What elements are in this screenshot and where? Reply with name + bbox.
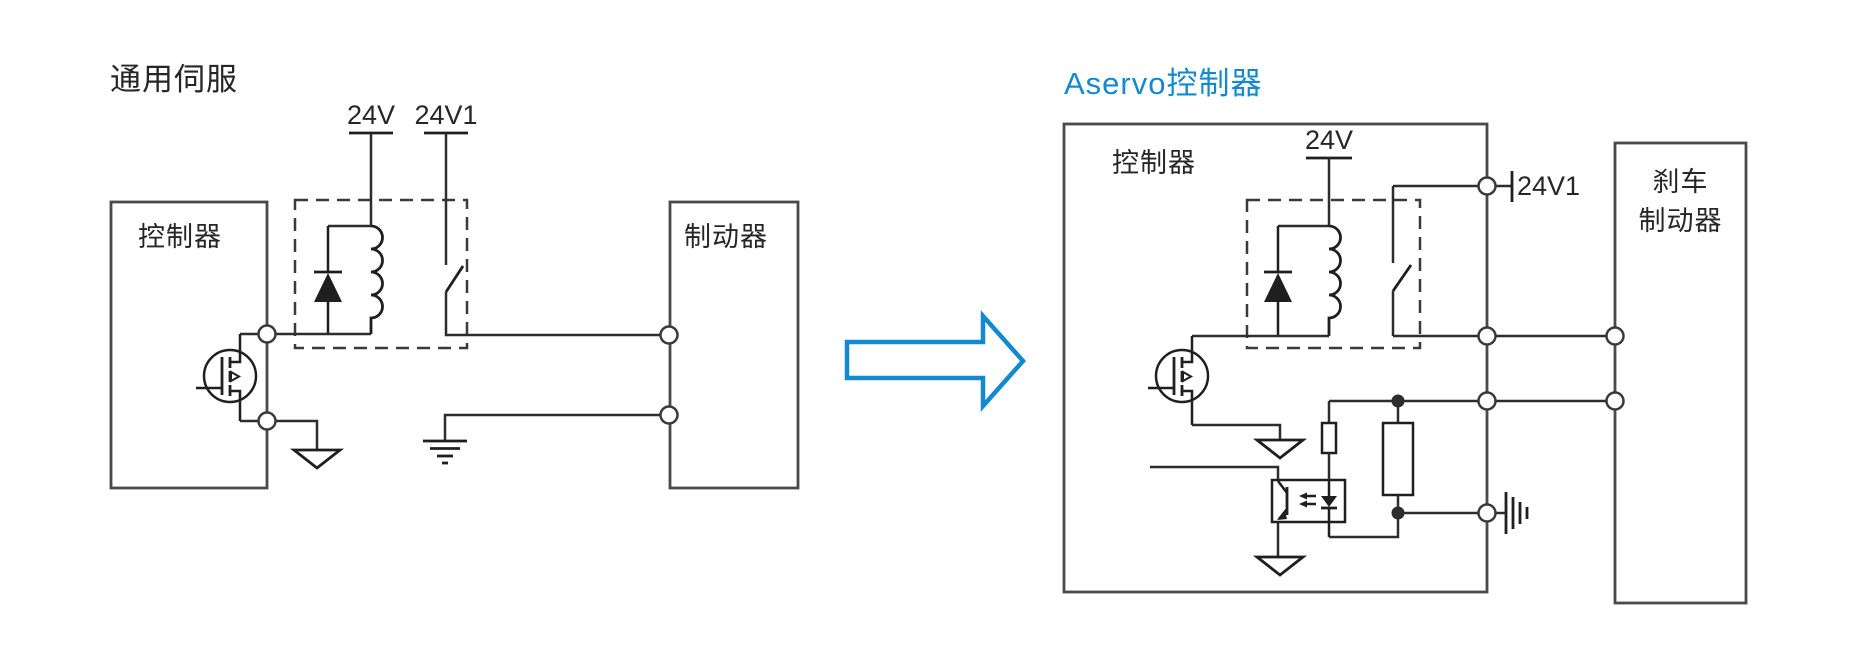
left-node-drain [257, 324, 277, 344]
right-relay-switch [1391, 186, 1413, 336]
resistor-large [1381, 421, 1415, 497]
right-mosfet [1148, 336, 1210, 425]
right-relay-coil [1327, 224, 1342, 336]
left-diagram [109, 131, 800, 490]
left-brake-label: 制动器 [684, 222, 768, 252]
left-brake-box [668, 200, 800, 490]
left-source-ground-wire [240, 419, 319, 450]
left-node-source [257, 411, 277, 431]
left-controller-box [109, 200, 269, 490]
light-arrow [1299, 500, 1307, 508]
junction-dot [1391, 394, 1405, 408]
left-diagram-title: 通用伺服 [110, 62, 238, 97]
mosfet-arrow [1182, 370, 1194, 383]
right-brake-box [1613, 141, 1748, 605]
left-earth-ground [423, 413, 669, 465]
left-signal-ground-icon [289, 448, 345, 470]
right-source-ground-wire [1192, 423, 1282, 440]
right-brake-label-line1: 刹车 [1652, 167, 1709, 197]
light-arrow [1299, 492, 1307, 500]
right-24v1-label: 24V1 [1517, 171, 1581, 201]
left-switch-bottom-wire [444, 292, 669, 337]
right-diagram-title: Aservo控制器 [1064, 66, 1263, 101]
right-brake-label-line2: 制动器 [1638, 206, 1723, 236]
resistor-small [1320, 421, 1338, 455]
terminal-ground [1477, 503, 1497, 523]
diode-triangle [1264, 273, 1292, 302]
phototransistor-collector [1277, 480, 1288, 494]
emitter-arrow [1277, 511, 1287, 520]
right-signal-ground-icon [1252, 438, 1308, 460]
mosfet-drain-lead [230, 334, 242, 364]
right-flyback-diode [1264, 226, 1292, 336]
brake-terminal-2 [1605, 391, 1625, 411]
left-relay-dashed-box [293, 198, 469, 350]
right-relay-dashed-box [1245, 198, 1422, 350]
mosfet-body-circle [202, 348, 258, 404]
brake-terminal-1 [1605, 326, 1625, 346]
left-flyback-diode [314, 226, 342, 334]
left-24v1-label: 24V1 [414, 100, 478, 130]
left-brake-terminal-2 [659, 405, 679, 425]
left-relay-switch [444, 265, 669, 337]
left-24v-label: 24V [346, 100, 396, 130]
left-controller-label: 控制器 [138, 222, 222, 252]
terminal-switched [1477, 326, 1497, 346]
led-triangle [1321, 496, 1337, 507]
left-mosfet [196, 334, 258, 421]
opto-signal-ground-icon [1252, 555, 1308, 577]
switch-blade [1391, 264, 1413, 292]
mosfet-drain-lead [1182, 336, 1194, 364]
junction-dot [1391, 506, 1405, 520]
right-controller-box [1062, 122, 1489, 594]
left-relay-coil [369, 224, 384, 334]
led-return-wire [1329, 513, 1400, 539]
terminal-24v1 [1477, 176, 1497, 196]
transform-arrow-icon [844, 310, 1027, 412]
right-controller-label: 控制器 [1112, 148, 1196, 178]
mosfet-arrow [230, 370, 242, 383]
right-brake-label: 刹车 制动器 [1615, 163, 1746, 241]
opto-collector-wire [1150, 465, 1280, 480]
right-diagram [1062, 122, 1748, 605]
right-24v-label: 24V [1304, 125, 1354, 155]
left-brake-terminal-1 [659, 325, 679, 345]
mosfet-body-circle [1154, 348, 1210, 404]
terminal-sense [1477, 391, 1497, 411]
optocoupler-box [1270, 478, 1347, 524]
mosfet-source-lead [230, 389, 242, 421]
switch-blade [444, 265, 465, 293]
diode-triangle [314, 273, 342, 302]
optocoupler [1270, 478, 1347, 537]
mosfet-source-lead [1182, 389, 1194, 425]
right-earth-ground [1504, 492, 1529, 534]
